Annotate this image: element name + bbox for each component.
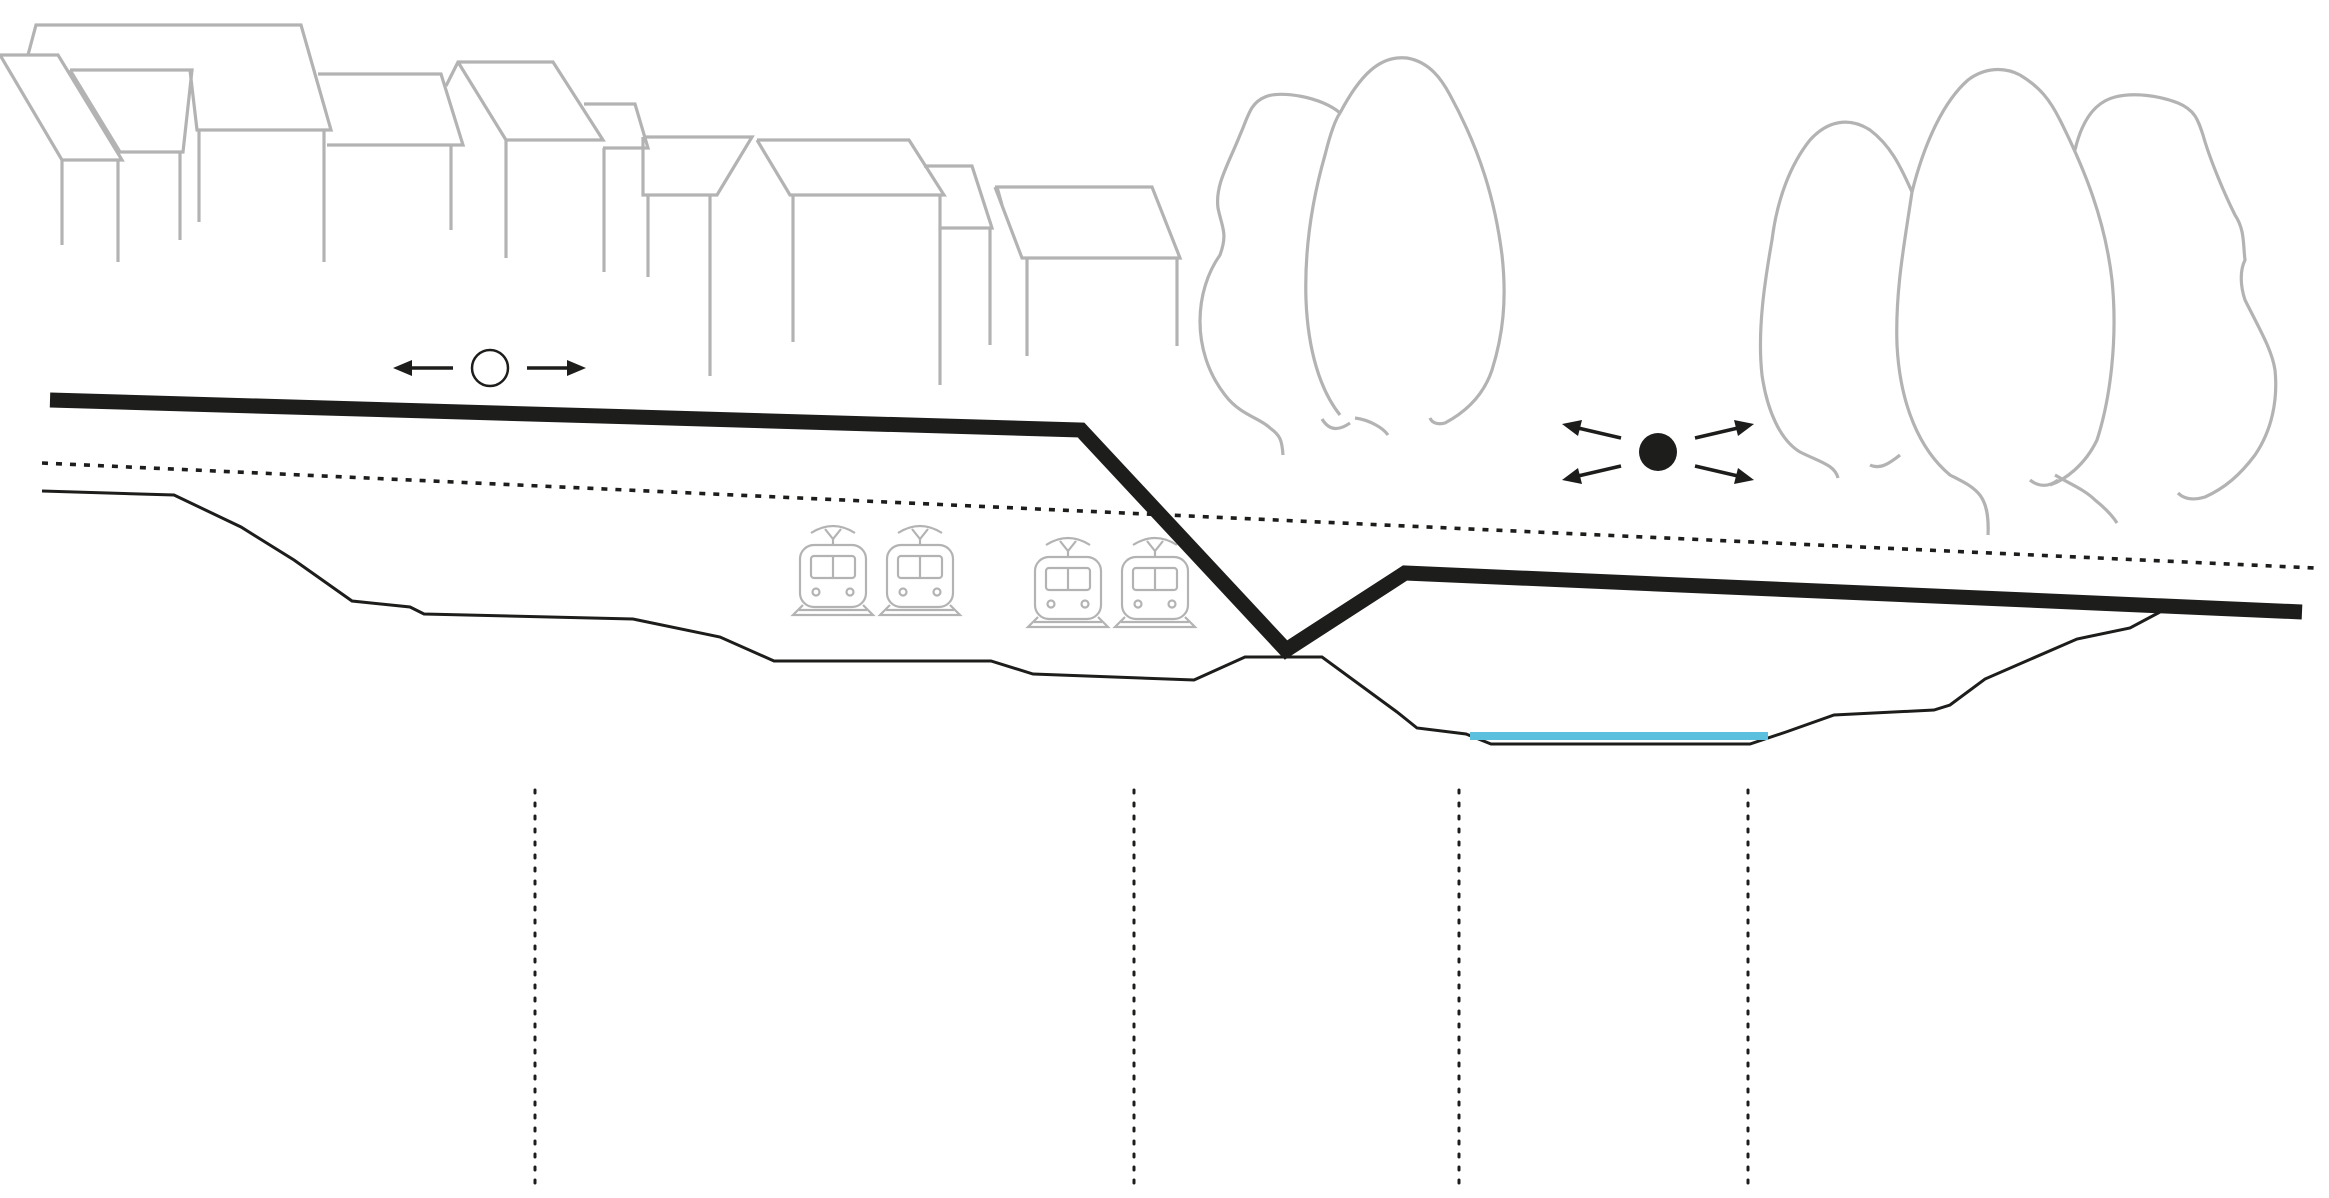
tree [1304,56,1506,437]
house [444,60,606,258]
arrow-right-icon [527,360,586,376]
dashed-reference-line [41,461,2316,570]
tree [1198,92,1351,456]
arrow-down-left-icon [1562,464,1622,484]
train-icon [877,524,963,617]
thick-profile-line [49,392,2303,660]
house [924,164,995,385]
house [0,53,125,262]
arrow-left-icon [393,360,453,376]
tree [2073,93,2278,501]
arrow-up-left-icon [1562,420,1622,440]
houses-group [0,23,1183,385]
ground-profile-line [41,489,2161,746]
section-markers-group [533,788,1750,1192]
house [641,135,755,376]
house [993,185,1183,356]
train-icon [790,524,876,617]
trains-group [790,524,1198,629]
tree [1758,120,1914,479]
open-circle-icon [470,348,510,388]
trees-group [1198,56,2278,536]
filled-circle-symbol [1562,420,1754,484]
house [755,138,947,342]
house [318,72,466,230]
open-circle-symbol [393,348,586,388]
house [584,102,651,272]
house [68,68,194,240]
train-icon [1025,536,1111,629]
tree [1895,68,2119,536]
filled-circle-icon [1639,433,1677,471]
arrow-up-right-icon [1694,420,1754,440]
train-icon [1112,536,1198,629]
arrow-down-right-icon [1694,464,1754,484]
house [26,23,334,262]
